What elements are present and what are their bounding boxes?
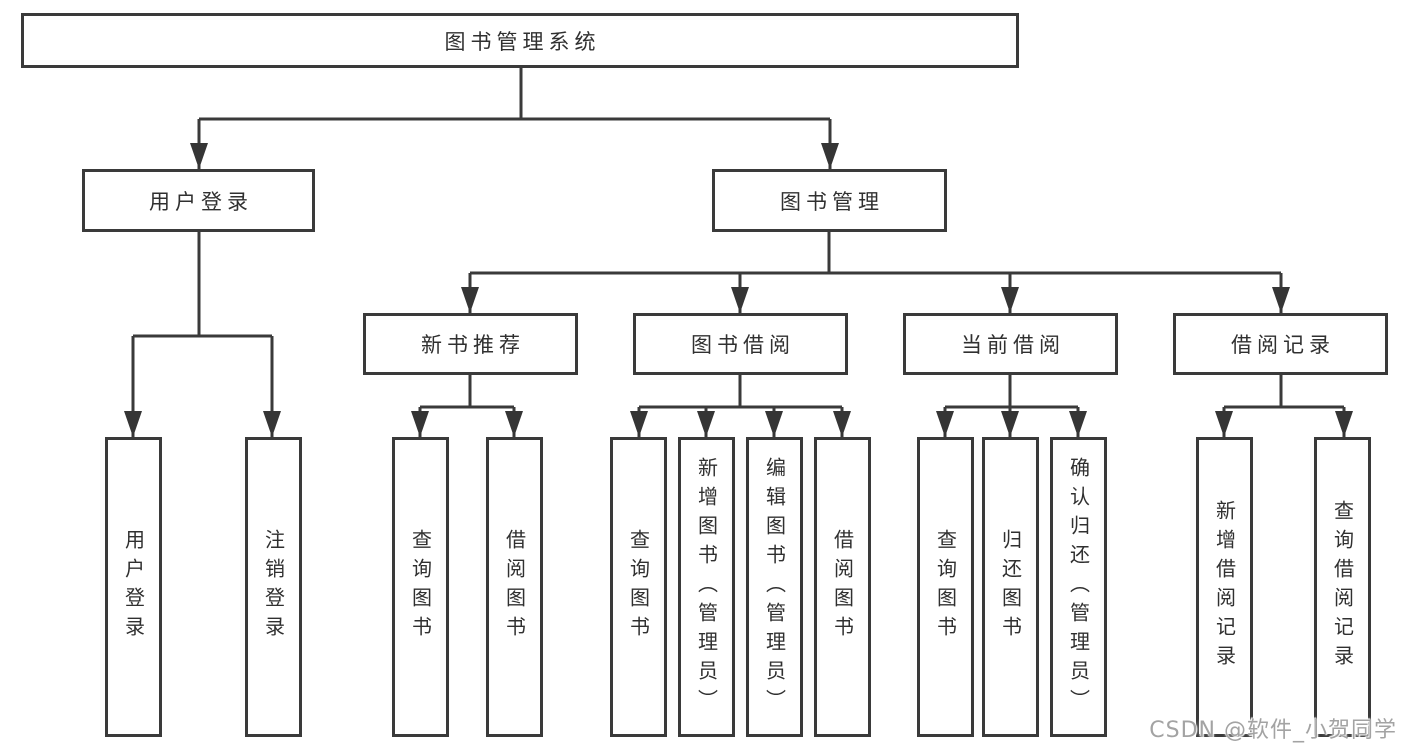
node-label: 图书借阅: [691, 333, 795, 357]
connector-root-to-level2: [197, 68, 832, 169]
node-label: 当前借阅: [961, 333, 1065, 357]
arrow-icon: [505, 411, 523, 437]
node-book-borrowing: 图书借阅: [633, 313, 848, 375]
node-label: 查询图书: [626, 529, 651, 645]
arrow-icon: [124, 411, 142, 437]
node-root-system: 图书管理系统: [21, 13, 1019, 68]
leaf-query-borrow-record: 查询借阅记录: [1314, 437, 1371, 737]
node-label: 查询图书: [933, 529, 958, 645]
node-new-book-recommend: 新书推荐: [363, 313, 578, 375]
leaf-borrow-books-recommend: 借阅图书: [486, 437, 543, 737]
node-label: 归还图书: [998, 529, 1023, 645]
node-borrow-records: 借阅记录: [1173, 313, 1388, 375]
leaf-add-book-admin: 新增图书（管理员）: [678, 437, 735, 737]
node-current-borrowing: 当前借阅: [903, 313, 1118, 375]
arrow-icon: [1335, 411, 1353, 437]
arrow-icon: [765, 411, 783, 437]
node-label: 编辑图书（管理员）: [762, 456, 787, 718]
node-label: 借阅记录: [1231, 333, 1335, 357]
arrow-icon: [697, 411, 715, 437]
node-label: 借阅图书: [502, 529, 527, 645]
node-label: 新增图书（管理员）: [694, 456, 719, 718]
connector-curborrow-to-leaves: [943, 375, 1080, 437]
arrow-icon: [1001, 411, 1019, 437]
arrow-icon: [1215, 411, 1233, 437]
arrow-icon: [190, 143, 208, 169]
leaf-edit-book-admin: 编辑图书（管理员）: [746, 437, 803, 737]
node-label: 图书管理系统: [444, 29, 601, 54]
node-label: 新书推荐: [421, 333, 525, 357]
node-label: 注销登录: [261, 529, 286, 645]
arrow-icon: [821, 143, 839, 169]
leaf-return-book: 归还图书: [982, 437, 1039, 737]
node-label: 用户登录: [149, 189, 253, 214]
connector-newbook-to-leaves: [418, 375, 516, 437]
node-label: 图书管理: [780, 189, 884, 214]
node-label: 查询图书: [408, 529, 433, 645]
leaf-user-login: 用户登录: [105, 437, 162, 737]
leaf-borrow-books-borrowing: 借阅图书: [814, 437, 871, 737]
node-label: 查询借阅记录: [1330, 500, 1355, 674]
arrow-icon: [263, 411, 281, 437]
node-label: 借阅图书: [830, 529, 855, 645]
arrow-icon: [1272, 287, 1290, 313]
arrow-icon: [411, 411, 429, 437]
leaf-confirm-return-admin: 确认归还（管理员）: [1050, 437, 1107, 737]
csdn-watermark: CSDN @软件_小贺同学: [1149, 718, 1397, 743]
connector-login-to-leaves: [131, 232, 274, 437]
arrow-icon: [1069, 411, 1087, 437]
leaf-query-books-borrowing: 查询图书: [610, 437, 667, 737]
node-book-management: 图书管理: [712, 169, 947, 232]
leaf-query-books-current: 查询图书: [917, 437, 974, 737]
arrow-icon: [630, 411, 648, 437]
leaf-logout: 注销登录: [245, 437, 302, 737]
arrow-icon: [1001, 287, 1019, 313]
connector-mgmt-to-level3: [468, 232, 1283, 313]
arrow-icon: [833, 411, 851, 437]
leaf-add-borrow-record: 新增借阅记录: [1196, 437, 1253, 737]
leaf-query-books-recommend: 查询图书: [392, 437, 449, 737]
node-label: 新增借阅记录: [1212, 500, 1237, 674]
node-user-login: 用户登录: [82, 169, 315, 232]
connector-records-to-leaves: [1222, 375, 1346, 437]
node-label: 确认归还（管理员）: [1066, 456, 1091, 718]
node-label: 用户登录: [121, 529, 146, 645]
connector-bookborrow-to-leaves: [637, 375, 844, 437]
arrow-icon: [731, 287, 749, 313]
arrow-icon: [936, 411, 954, 437]
arrow-icon: [461, 287, 479, 313]
